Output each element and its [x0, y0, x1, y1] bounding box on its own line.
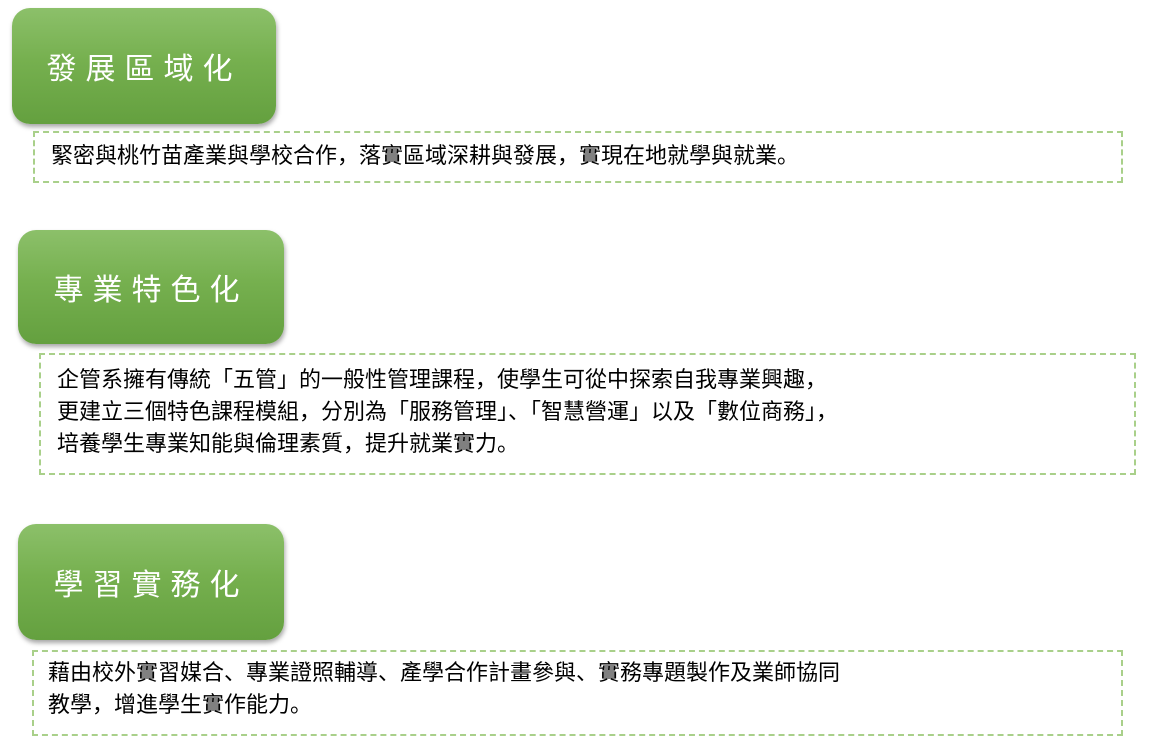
section-description-regional: 緊密與桃竹苗產業與學校合作，落實區域深耕與發展，實現在地就學與就業。: [33, 131, 1123, 183]
description-line: 藉由校外實習媒合、專業證照輔導、產學合作計畫參與、實務專題製作及業師協同: [48, 661, 841, 686]
section-title-text: 學習實務化: [53, 568, 249, 603]
description-line: 培養學生專業知能與倫理素質，提升就業實力。: [57, 432, 520, 457]
description-line: 緊密與桃竹苗產業與學校合作，落實區域深耕與發展，實現在地就學與就業。: [51, 144, 800, 169]
section-title-regional: 發展區域化: [12, 8, 276, 124]
section-title-text: 發展區域化: [46, 52, 242, 87]
section-description-practical: 藉由校外實習媒合、專業證照輔導、產學合作計畫參與、實務專題製作及業師協同 教學，…: [32, 650, 1123, 736]
description-line: 更建立三個特色課程模組，分別為「服務管理」、「智慧營運」以及「數位商務」，: [57, 400, 839, 425]
section-title-practical: 學習實務化: [18, 524, 284, 640]
section-description-specialization: 企管系擁有傳統「五管」的一般性管理課程，使學生可從中探索自我專業興趣， 更建立三…: [39, 353, 1136, 475]
description-line: 企管系擁有傳統「五管」的一般性管理課程，使學生可從中探索自我專業興趣，: [57, 368, 828, 393]
description-line: 教學，增進學生實作能力。: [48, 693, 313, 718]
section-title-specialization: 專業特色化: [18, 230, 284, 344]
section-title-text: 專業特色化: [53, 273, 249, 308]
